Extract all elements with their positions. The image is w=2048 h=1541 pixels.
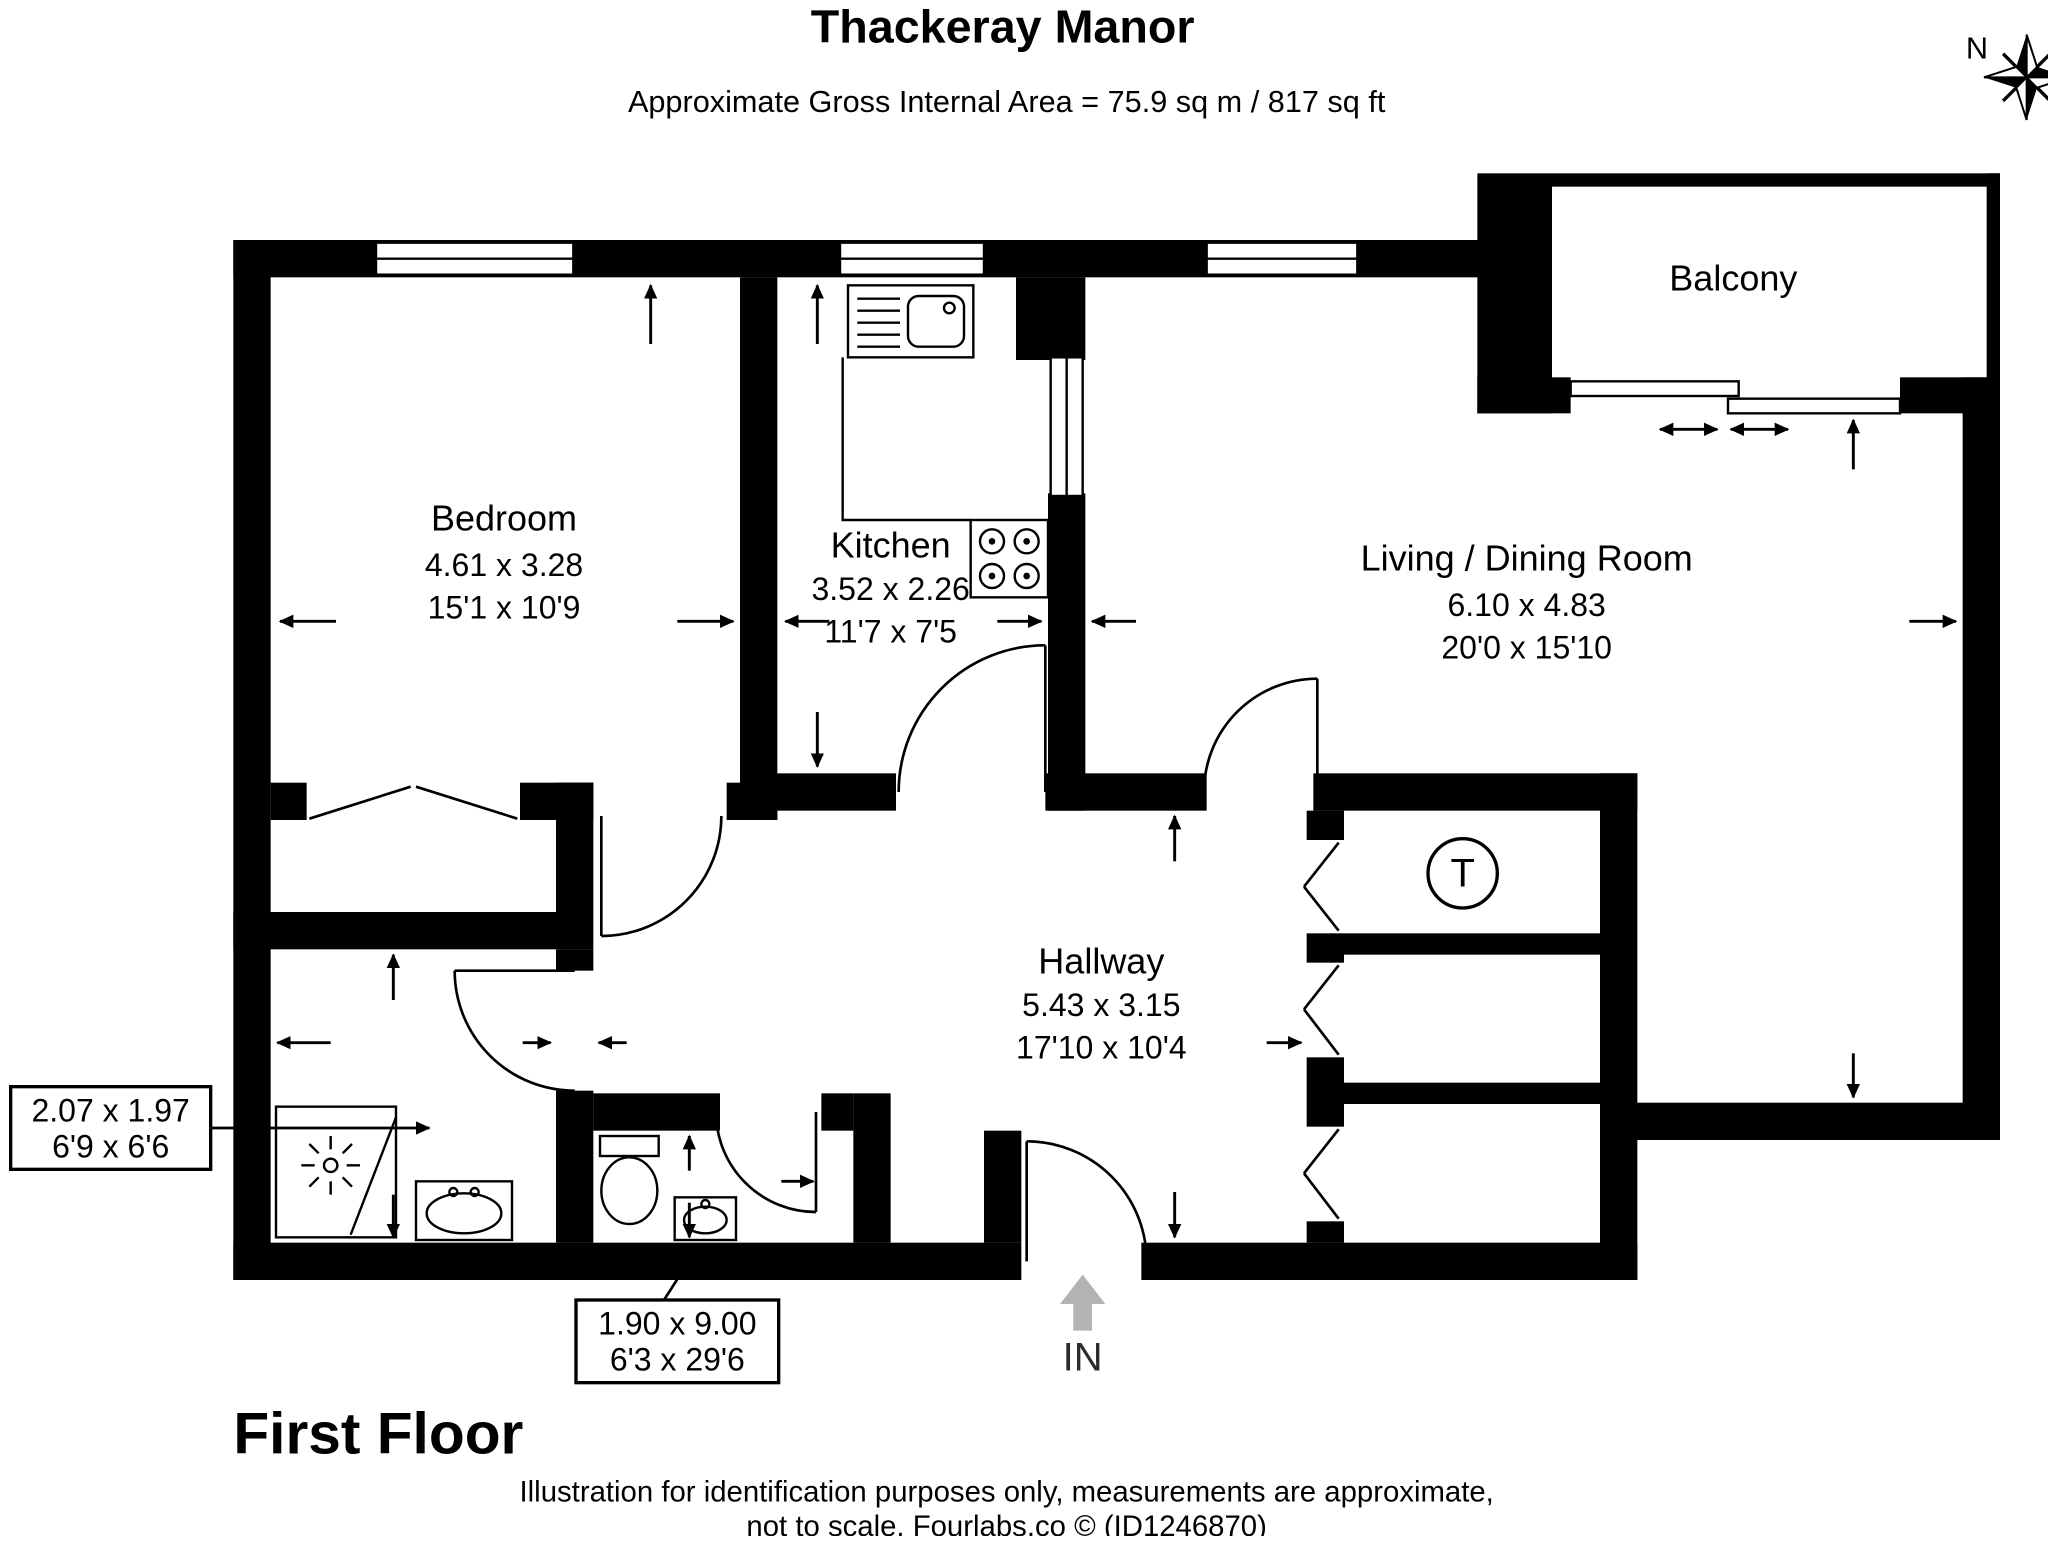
bedroom-window [374, 241, 575, 276]
bathroom-door [453, 969, 575, 1092]
entrance-door [1025, 1140, 1148, 1262]
living-window [1205, 241, 1359, 276]
kitchen-window [838, 241, 986, 276]
bathroom-dims-callout: 2.07 x 1.97 6'9 x 6'6 [8, 1085, 431, 1171]
wc-basin [673, 1196, 738, 1242]
wc-door [714, 1111, 818, 1214]
windows [374, 241, 1902, 498]
kitchen-counter [841, 357, 971, 522]
entrance-label: IN [1063, 1336, 1103, 1380]
living-name: Living / Dining Room [1361, 538, 1693, 579]
bathroom-imperial: 6'9 x 6'6 [52, 1128, 169, 1164]
kitchen-label: Kitchen 3.52 x 2.26 11'7 x 7'5 [811, 524, 969, 649]
kitchen-name: Kitchen [831, 524, 951, 565]
kitchen-door [897, 644, 1047, 793]
hallway-metric: 5.43 x 3.15 [1022, 987, 1180, 1023]
floor-title: First Floor [233, 1401, 523, 1466]
walls [233, 173, 2000, 1280]
entrance-marker: IN [1060, 1274, 1106, 1380]
bedroom-metric: 4.61 x 3.28 [425, 547, 583, 583]
bedroom-name: Bedroom [431, 498, 577, 539]
footer-line2: not to scale. Fourlabs.co © (ID1246870) [746, 1510, 1266, 1536]
fixtures: T [274, 284, 1499, 1242]
bedroom-imperial: 15'1 x 10'9 [428, 590, 581, 626]
bedroom-closet-bifold-door [308, 785, 518, 820]
hallway-imperial: 17'10 x 10'4 [1016, 1030, 1187, 1066]
bedroom-door [600, 815, 723, 938]
balcony-name: Balcony [1669, 258, 1797, 299]
room-labels: Bedroom 4.61 x 3.28 15'1 x 10'9 Kitchen … [425, 258, 1798, 1066]
compass-rose-icon: N [1966, 32, 2048, 121]
shower-head-icon [301, 1136, 360, 1195]
tank-label: T [1450, 852, 1474, 896]
hallway-label: Hallway 5.43 x 3.15 17'10 x 10'4 [1016, 940, 1187, 1065]
kitchen-metric: 3.52 x 2.26 [811, 571, 969, 607]
kitchen-glazed-panel [1049, 356, 1084, 498]
footer-line1: Illustration for identification purposes… [520, 1475, 1494, 1508]
living-metric: 6.10 x 4.83 [1447, 587, 1605, 623]
kitchen-hob [969, 518, 1050, 599]
kitchen-sink [846, 284, 975, 359]
shower [274, 1105, 398, 1239]
wc-dims-callout: 1.90 x 9.00 6'3 x 29'6 [574, 1246, 781, 1385]
entry-arrow-icon [1060, 1274, 1106, 1331]
bathroom-metric: 2.07 x 1.97 [31, 1092, 189, 1128]
living-room-door [1202, 677, 1319, 793]
doors [308, 644, 1340, 1262]
measurement-arrows [275, 283, 1958, 1239]
living-imperial: 20'0 x 15'10 [1441, 630, 1612, 666]
wc-imperial: 6'3 x 29'6 [610, 1342, 745, 1378]
compass-north-label: N [1966, 32, 1988, 66]
balcony-sliding-door [1569, 380, 1902, 436]
tank: T [1426, 836, 1499, 910]
bathroom-basin [414, 1180, 514, 1242]
hallway-name: Hallway [1038, 940, 1164, 981]
toilet [598, 1134, 660, 1226]
living-label: Living / Dining Room 6.10 x 4.83 20'0 x … [1361, 538, 1693, 666]
page-title: Thackeray Manor [811, 1, 1195, 53]
wc-metric: 1.90 x 9.00 [598, 1306, 756, 1342]
bedroom-label: Bedroom 4.61 x 3.28 15'1 x 10'9 [425, 498, 583, 626]
kitchen-imperial: 11'7 x 7'5 [824, 614, 957, 650]
hall-closet-doors [1302, 841, 1340, 1220]
page-subtitle: Approximate Gross Internal Area = 75.9 s… [628, 85, 1386, 119]
